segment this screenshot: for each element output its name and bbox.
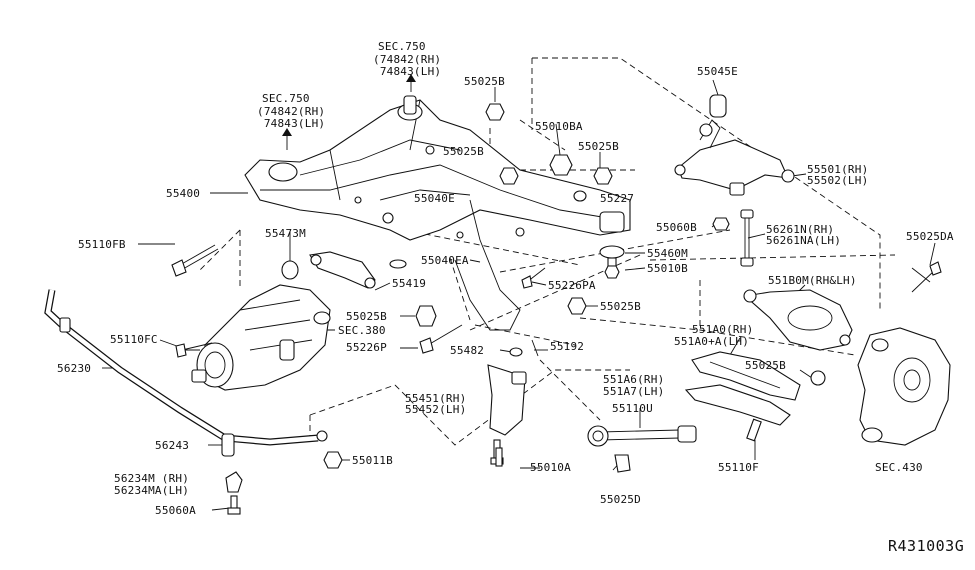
center-bracket bbox=[487, 364, 527, 465]
part-55060a: 55060A bbox=[155, 504, 196, 517]
part-56243: 56243 bbox=[155, 439, 190, 452]
part-55025b-top: 55025B bbox=[464, 75, 505, 88]
part-551a0-rh: 551A0(RH) bbox=[692, 323, 754, 336]
part-55025da: 55025DA bbox=[906, 230, 954, 243]
diagram-code: R431003G bbox=[888, 537, 965, 555]
part-55227: 55227 bbox=[600, 192, 635, 205]
sec750-upper-title: SEC.750 bbox=[378, 40, 426, 53]
part-55060b: 55060B bbox=[656, 221, 697, 234]
part-55473m: 55473M bbox=[265, 227, 306, 240]
part-55451-rh: 55451(RH) bbox=[405, 392, 467, 405]
part-551a0a-lh: 551A0+A(LH) bbox=[674, 335, 750, 348]
part-55110fc: 55110FC bbox=[110, 333, 158, 346]
part-55025b-sec380: 55025B bbox=[346, 310, 387, 323]
part-55110u: 55110U bbox=[612, 402, 653, 415]
part-55226pa: 55226PA bbox=[548, 279, 596, 292]
upper-link bbox=[674, 94, 795, 227]
part-55460m: 55460M bbox=[647, 247, 688, 260]
sec750-upper-rh: (74842(RH) bbox=[373, 53, 442, 66]
part-55011b: 55011B bbox=[352, 454, 393, 467]
part-56234m-rh: 56234M (RH) bbox=[114, 472, 190, 485]
part-55482: 55482 bbox=[450, 344, 485, 357]
part-551b0m: 551B0M(RH&LH) bbox=[768, 274, 857, 287]
sec750-left-lh: 74843(LH) bbox=[257, 117, 326, 130]
part-55010ba: 55010BA bbox=[535, 120, 583, 133]
rear-suspension-member bbox=[244, 95, 631, 331]
sec750-upper-lh: 74843(LH) bbox=[373, 65, 442, 78]
section-430: SEC.430 bbox=[875, 461, 923, 474]
rear-knuckle bbox=[857, 267, 951, 446]
part-55010b: 55010B bbox=[647, 262, 688, 275]
part-55452-lh: 55452(LH) bbox=[405, 403, 467, 416]
part-55025d: 55025D bbox=[600, 493, 641, 506]
fastener-hardware bbox=[171, 103, 942, 469]
part-55419: 55419 bbox=[392, 277, 427, 290]
stabilizer-clamp bbox=[225, 471, 243, 515]
part-55025b-lower: 55025B bbox=[600, 300, 641, 313]
part-55025b-right: 55025B bbox=[578, 140, 619, 153]
lower-link bbox=[743, 289, 853, 351]
part-55040e: 55040E bbox=[414, 192, 455, 205]
part-551a7-lh: 551A7(LH) bbox=[603, 385, 665, 398]
part-55045e: 55045E bbox=[697, 65, 738, 78]
part-56234ma-lh: 56234MA(LH) bbox=[114, 484, 190, 497]
sec750-left-title: SEC.750 bbox=[262, 92, 310, 105]
part-55501-rh: 55501(RH) bbox=[807, 163, 869, 176]
part-55502-lh: 55502(LH) bbox=[807, 174, 869, 187]
dashed-reference-lines bbox=[199, 57, 896, 446]
part-56261na-lh: 56261NA(LH) bbox=[766, 234, 842, 247]
lateral-link bbox=[587, 425, 697, 473]
part-55010a: 55010A bbox=[530, 461, 571, 474]
part-56261n-rh: 56261N(RH) bbox=[766, 223, 835, 236]
sec750-left-rh: (74842(RH) bbox=[257, 105, 326, 118]
stabilizer-connecting-rod bbox=[740, 209, 754, 267]
part-55025b-mid: 55025B bbox=[443, 145, 484, 158]
part-55025b-knuckle: 55025B bbox=[745, 359, 786, 372]
part-55040ea: 55040EA bbox=[421, 254, 469, 267]
part-55400: 55400 bbox=[166, 187, 201, 200]
part-55110fb: 55110FB bbox=[78, 238, 126, 251]
part-551a6-rh: 551A6(RH) bbox=[603, 373, 665, 386]
part-55110f: 55110F bbox=[718, 461, 759, 474]
part-55192: 55192 bbox=[550, 340, 585, 353]
rear-differential bbox=[183, 284, 331, 391]
part-56230: 56230 bbox=[57, 362, 92, 375]
section-380: SEC.380 bbox=[338, 324, 386, 337]
lower-arm bbox=[684, 351, 826, 442]
part-55226p: 55226P bbox=[346, 341, 387, 354]
mount-direction-arrows bbox=[282, 74, 416, 150]
